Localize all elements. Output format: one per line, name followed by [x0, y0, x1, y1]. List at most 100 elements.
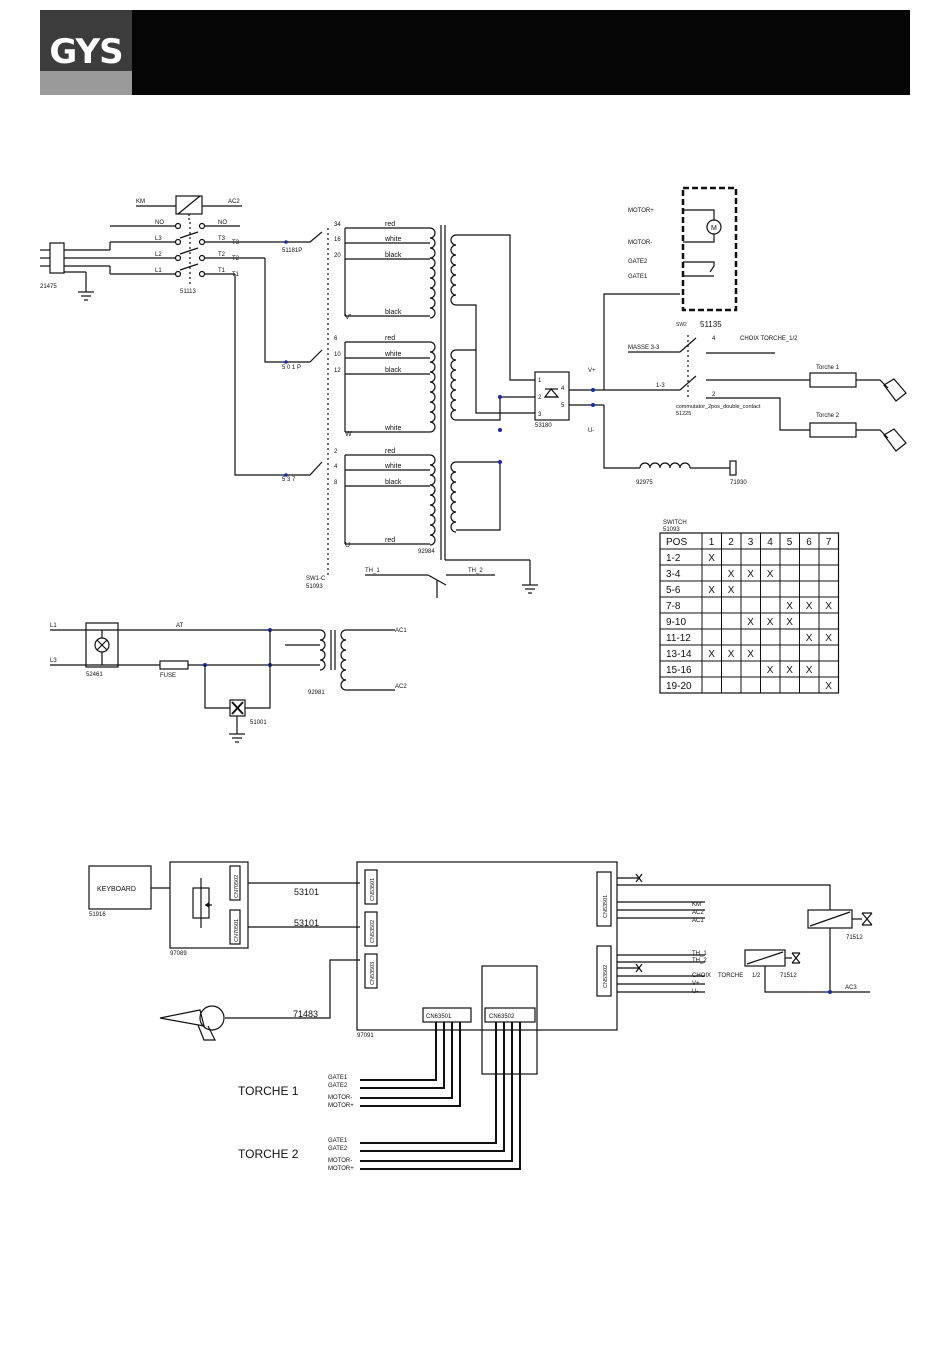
- tap-color-black-3: black: [385, 479, 402, 486]
- tap-color-white-2: white: [384, 351, 401, 358]
- rect-pin-1: 1: [538, 378, 542, 384]
- main-conn-left-3: CN53503: [370, 962, 376, 985]
- tap-color-white-w: white: [384, 425, 401, 432]
- tap-color-black-v: black: [385, 309, 402, 316]
- control-section: KEYBOARD 51916 CN70502 CN70501 97089 531…: [88, 861, 873, 1172]
- table-header-cell: 1: [709, 537, 715, 548]
- logo-text: GYS: [49, 32, 123, 72]
- table-mark-cell: X: [786, 617, 793, 628]
- transformer-taps: 34 16 20 red white black V' black 6 10 1…: [334, 221, 430, 549]
- selector-ref-2: 51093: [306, 584, 323, 590]
- th1-label: TH_1: [365, 568, 380, 574]
- tap-num-20: 20: [334, 253, 341, 259]
- gys-logo: GYS: [40, 10, 132, 95]
- pot-board-ref: 97089: [170, 951, 187, 957]
- tap-num-4: 4: [334, 464, 338, 470]
- switch-label-t1b: T1: [232, 272, 240, 278]
- conn-cn63502: CN63502: [489, 1014, 515, 1020]
- switch-label-t3a: T3: [218, 236, 226, 242]
- pin-2-label: 2: [712, 392, 716, 398]
- table-header-cell: 7: [826, 537, 832, 548]
- table-mark-cell: X: [825, 681, 832, 692]
- cable-label-gun: 71483: [293, 1009, 318, 1019]
- main-switch: NO NO L3 L2 L1 T3 T2 T1 T3 T2 T1 51113: [109, 220, 265, 295]
- table-mark-cell: X: [747, 617, 754, 628]
- table-mark-cell: X: [767, 569, 774, 580]
- t1-motor-plus: MOTOR+: [328, 1103, 354, 1109]
- uminus-ctrl-label: U-: [692, 989, 698, 995]
- gas-valve-1: 71512: [807, 909, 873, 992]
- table-mark-cell: X: [806, 601, 813, 612]
- switch-label-t2b: T2: [232, 256, 240, 262]
- motor-symbol: M: [711, 225, 717, 232]
- right-label-ac2: AC2: [692, 910, 704, 916]
- switch-label-t3b: T3: [232, 240, 240, 246]
- half-ctrl-label: 1/2: [752, 973, 761, 979]
- main-board-ref: 97091: [357, 1033, 374, 1039]
- t2-gate2: GATE2: [328, 1146, 348, 1152]
- main-conn-left-2: CN53502: [370, 920, 376, 943]
- tap-color-white-1: white: [384, 236, 401, 243]
- gas-valve-2: 71512 AC3: [744, 949, 870, 994]
- tap-num-6: 6: [334, 336, 338, 342]
- fan-ref: 51001: [250, 720, 267, 726]
- table-mark-cell: X: [786, 601, 793, 612]
- table-header-cell: 2: [728, 537, 734, 548]
- table-mark-cell: X: [728, 649, 735, 660]
- sw-contact-2: 5 0 1 P: [282, 365, 301, 371]
- header-bar: [40, 10, 910, 95]
- tap-color-white-3: white: [384, 463, 401, 470]
- motor-plus-label: MOTOR+: [628, 208, 654, 214]
- u-minus-label: U-: [588, 428, 594, 434]
- transformer-ref: 92984: [418, 549, 435, 555]
- gate2-label: GATE2: [628, 259, 648, 265]
- sw2-label: SW2: [676, 322, 687, 328]
- conn-right-2: CN53502: [603, 965, 609, 988]
- torche-ctrl-label: TORCHE: [718, 973, 743, 979]
- switch-ref: 51113: [180, 289, 196, 295]
- valve-ref-2: 71512: [780, 973, 797, 979]
- logo-bar: [40, 71, 132, 95]
- table-mark-cell: X: [708, 553, 715, 564]
- main-conn-left-1: CN53501: [370, 878, 376, 901]
- sw2-ref: 51135: [700, 320, 722, 329]
- aux-at-label: AT: [176, 623, 184, 629]
- table-pos-cell: 5-6: [666, 585, 681, 596]
- switch-label-no-1: NO: [155, 220, 164, 226]
- table-pos-cell: 15-16: [666, 665, 692, 676]
- table-pos-cell: 19-20: [666, 681, 692, 692]
- phase-w-label: W: [345, 431, 352, 438]
- switch-label-l2: L2: [155, 252, 162, 258]
- table-mark-cell: X: [747, 569, 754, 580]
- table-header-cell: POS: [666, 537, 687, 548]
- table-title-2: 51093: [663, 527, 680, 533]
- lamp-ref: 52461: [86, 672, 103, 678]
- table-mark-cell: X: [786, 665, 793, 676]
- t1-gate1: GATE1: [328, 1075, 348, 1081]
- table-title-1: SWITCH: [663, 520, 687, 526]
- tap-num-12: 12: [334, 368, 341, 374]
- t1-motor-minus: MOTOR-: [328, 1095, 352, 1101]
- table-pos-cell: 1-2: [666, 553, 681, 564]
- masse-label: MASSE 3-3: [628, 345, 660, 351]
- gate1-label: GATE1: [628, 274, 648, 280]
- rect-pin-3: 3: [538, 412, 542, 418]
- motor-box: M MOTOR+ MOTOR- GATE2 GATE1: [628, 186, 738, 312]
- torch-2: Torche 2: [809, 413, 907, 452]
- tap-color-black-1: black: [385, 252, 402, 259]
- table-header-cell: 5: [787, 537, 793, 548]
- t1-gate2: GATE2: [328, 1083, 348, 1089]
- phase-v-label: V': [345, 314, 351, 321]
- aux-ac1-label: AC1: [395, 628, 407, 634]
- table-mark-cell: X: [728, 569, 735, 580]
- vplus-ctrl-label: V+: [692, 981, 700, 987]
- table-mark-cell: X: [767, 665, 774, 676]
- torche2-label: Torche 2: [816, 413, 840, 419]
- switch-label-t2a: T2: [218, 252, 226, 258]
- torche2-ctrl-label: TORCHE 2: [238, 1147, 299, 1161]
- tap-num-10: 10: [334, 352, 341, 358]
- tap-num-2: 2: [334, 449, 338, 455]
- cable-label-2: 53101: [294, 918, 319, 928]
